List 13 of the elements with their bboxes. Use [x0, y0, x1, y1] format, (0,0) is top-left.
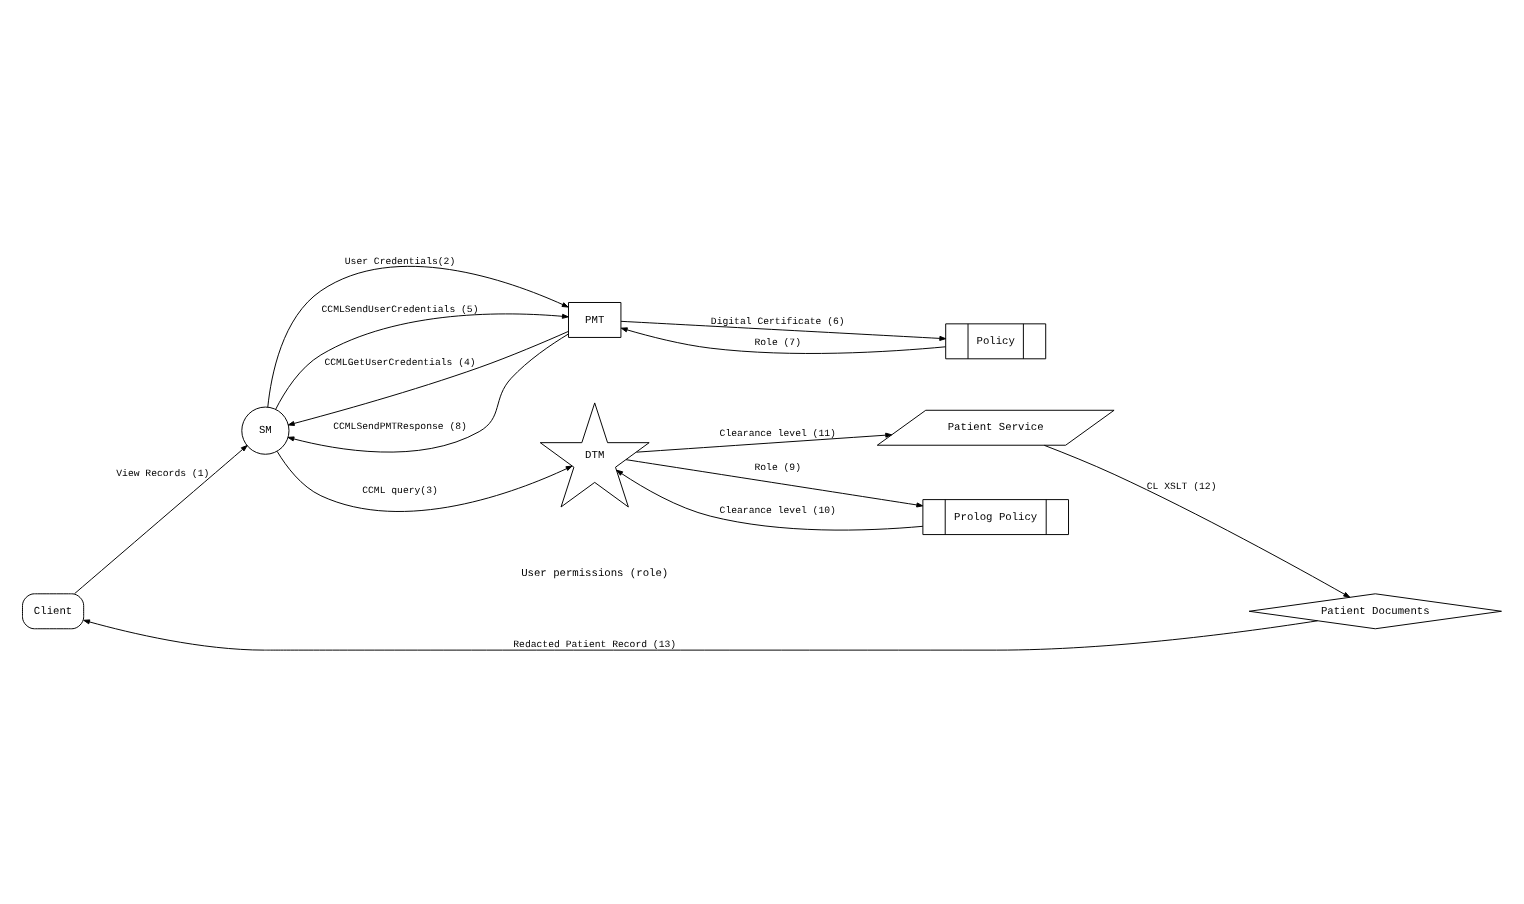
arrow	[625, 458, 924, 507]
arrow	[276, 449, 573, 511]
arrow	[616, 468, 924, 530]
arrow	[1043, 443, 1351, 597]
arrow	[287, 330, 569, 425]
arrow	[636, 431, 893, 452]
arrow	[74, 444, 248, 594]
arrow	[267, 264, 569, 407]
arrow	[620, 326, 946, 353]
arrow	[83, 618, 1319, 650]
arrow	[620, 319, 947, 340]
arrow	[287, 332, 569, 452]
arrow	[275, 312, 569, 409]
